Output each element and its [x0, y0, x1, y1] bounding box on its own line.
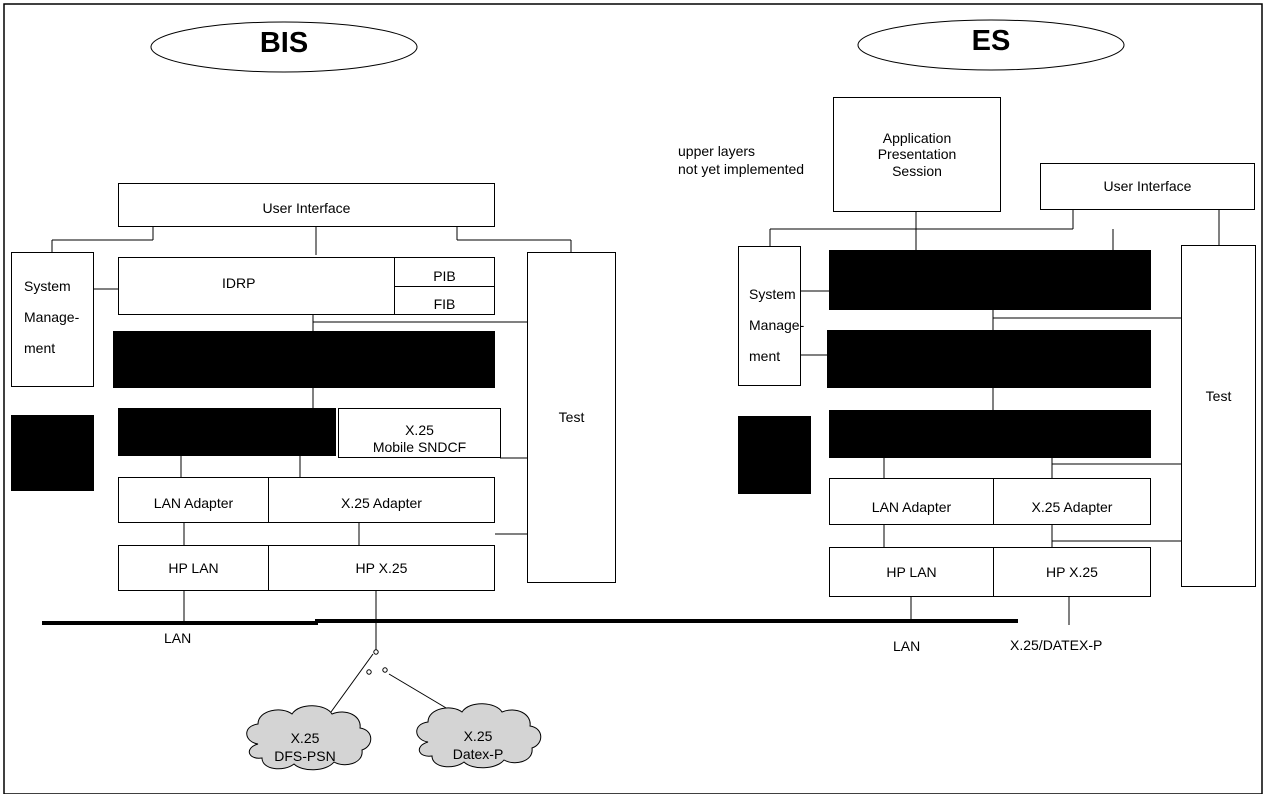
es-x25-datex-label: X.25/DATEX-P — [1010, 637, 1103, 653]
cloud-dfs-psn — [246, 705, 372, 771]
bis-title: BIS — [259, 27, 309, 59]
es-test-box: Test — [1181, 245, 1256, 587]
es-system-management-line3: ment — [749, 348, 781, 364]
bis-x25-mobile-sndcf-line2: Mobile SNDCF — [372, 439, 467, 455]
diagram-border — [3, 3, 1263, 794]
bis-user-interface-box: User Interface — [118, 183, 495, 227]
es-lan-label: LAN — [893, 638, 921, 654]
bis-redacted-side-block — [11, 415, 94, 491]
es-hp-lan-label: HP LAN — [886, 563, 937, 580]
bis-system-management-line2: Manage- — [24, 309, 80, 325]
es-lan-adapter-label: LAN Adapter — [871, 499, 952, 516]
bis-x25-adapter-box: X.25 Adapter — [268, 477, 495, 523]
bis-lan-adapter-box: LAN Adapter — [118, 477, 269, 523]
bis-system-management-line3: ment — [24, 340, 56, 356]
bis-x25-adapter-label: X.25 Adapter — [341, 494, 422, 511]
es-application-line3: Session — [892, 162, 942, 179]
cloud-dfs-psn-line2: DFS-PSN — [274, 747, 336, 764]
bis-idrp-label: IDRP — [222, 275, 256, 291]
bis-pib-label: PIB — [433, 267, 456, 284]
bis-lan-adapter-label: LAN Adapter — [153, 494, 234, 511]
bis-system-management-box: System Manage- ment — [11, 252, 94, 387]
es-hp-x25-box: HP X.25 — [993, 547, 1151, 597]
es-application-box: Application Presentation Session — [833, 97, 1001, 212]
es-upper-layers-note: upper layers not yet implemented — [678, 143, 804, 178]
es-user-interface-label: User Interface — [1103, 178, 1192, 195]
es-upper-layers-line2: not yet implemented — [678, 160, 805, 177]
es-hp-lan-box: HP LAN — [829, 547, 994, 597]
es-redacted-layer-1 — [829, 250, 1151, 310]
cloud-datex-p-line1: X.25 — [463, 728, 493, 744]
bis-test-label: Test — [558, 409, 585, 426]
es-redacted-layer-2 — [827, 330, 1151, 388]
bis-x25-mobile-sndcf-box: X.25 Mobile SNDCF — [338, 408, 501, 458]
cloud-dfs-psn-label: X.25 DFS-PSN — [260, 730, 350, 765]
bis-title-ellipse — [150, 21, 418, 73]
bis-connectors — [51, 226, 572, 719]
es-connectors — [769, 209, 1220, 625]
cloud-datex-p — [416, 703, 542, 769]
cloud-dfs-psn-line1: X.25 — [290, 730, 320, 746]
bis-user-interface-label: User Interface — [262, 199, 351, 216]
bis-fib-label: FIB — [433, 296, 456, 313]
cloud-datex-p-line2: Datex-P — [452, 745, 504, 762]
bis-hp-x25-box: HP X.25 — [268, 545, 495, 591]
es-application-line1: Application — [882, 130, 952, 147]
es-lan-adapter-box: LAN Adapter — [829, 478, 994, 525]
bis-pib-box: PIB — [394, 257, 495, 287]
bis-lan-label: LAN — [164, 630, 192, 646]
es-redacted-side-block — [738, 416, 811, 494]
es-title: ES — [971, 25, 1011, 57]
bis-fib-box: FIB — [394, 286, 495, 315]
bis-system-management-line1: System — [24, 278, 71, 294]
es-system-management-line1: System — [749, 286, 796, 302]
bis-hp-x25-label: HP X.25 — [355, 559, 408, 576]
es-redacted-layer-3 — [829, 410, 1151, 458]
bis-redacted-layer-1 — [113, 331, 495, 388]
bis-hp-lan-box: HP LAN — [118, 545, 269, 591]
es-user-interface-box: User Interface — [1040, 163, 1255, 210]
es-upper-layers-line1: upper layers — [678, 143, 756, 159]
es-system-management-box: System Manage- ment — [738, 246, 805, 386]
bis-test-box: Test — [527, 252, 616, 583]
es-system-management-line2: Manage- — [749, 317, 805, 333]
es-hp-x25-label: HP X.25 — [1046, 563, 1098, 580]
bis-x25-mobile-sndcf-line1: X.25 — [405, 422, 434, 439]
cloud-datex-p-label: X.25 Datex-P — [433, 728, 523, 763]
es-x25-adapter-box: X.25 Adapter — [993, 478, 1151, 525]
bis-hp-lan-label: HP LAN — [168, 559, 219, 576]
es-test-label: Test — [1205, 387, 1232, 404]
bis-redacted-layer-2 — [118, 408, 336, 456]
es-x25-adapter-label: X.25 Adapter — [1031, 499, 1113, 516]
es-title-ellipse — [857, 19, 1125, 71]
es-application-line2: Presentation — [877, 146, 957, 163]
